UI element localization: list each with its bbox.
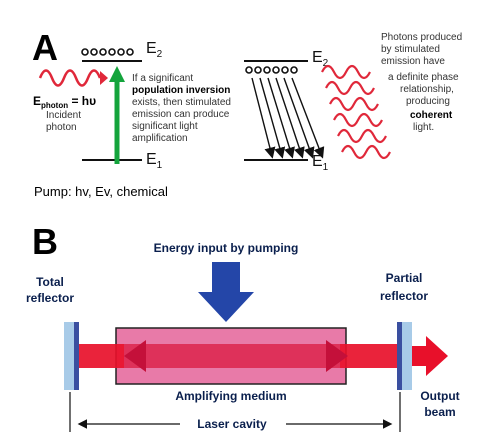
partial-reflector-edge [397, 322, 402, 390]
beam-right-arrowhead [326, 340, 348, 372]
output-beam-arrowhead [426, 336, 448, 376]
pump-arrow [198, 262, 254, 322]
photons-text-1: Photons produced [381, 32, 462, 43]
output-beam-label-1: Output [420, 389, 459, 403]
incident-photon-arrow [100, 71, 108, 85]
green-arrow-head [109, 66, 125, 82]
total-reflector [64, 322, 74, 390]
total-reflector-label-2: reflector [26, 291, 74, 305]
excited-atoms-right [245, 66, 298, 74]
pump-caption: Pump: hv, Ev, chemical [34, 184, 168, 199]
amplifying-medium-label: Amplifying medium [175, 389, 286, 403]
laser-cavity-label: Laser cavity [197, 417, 267, 431]
incident-label-2: photon [46, 122, 77, 133]
e1-label-left: E1 [146, 151, 163, 171]
photons-text-4: a definite phase [388, 72, 459, 83]
inversion-text-1: If a significant [132, 73, 193, 84]
excited-atoms-left [81, 48, 134, 56]
inversion-text-3: exists, then stimulated [132, 97, 231, 108]
e2-label-right: E2 [312, 49, 329, 69]
photons-text-2: by stimulated [381, 44, 440, 55]
right-energy-diagram: E2 E1 Photons produced by stimulated emi… [244, 32, 462, 173]
inversion-text-5: significant light [132, 121, 198, 132]
photons-text-5: relationship, [400, 84, 454, 95]
photons-text-3: emission have [381, 56, 445, 67]
panel-b-label: B [32, 221, 58, 262]
partial-reflector-label-2: reflector [380, 289, 428, 303]
e2-label-left: E2 [146, 40, 163, 60]
inversion-text-6: amplification [132, 133, 188, 144]
panel-a-label: A [32, 27, 58, 68]
beam-in-medium-overlay [124, 344, 340, 368]
photons-text-8: light. [413, 122, 434, 133]
coherent-waves [321, 64, 391, 160]
beam-left-arrowhead [124, 340, 146, 372]
partial-reflector-label-1: Partial [386, 271, 423, 285]
photon-energy-formula: Ephoton = hυ [33, 94, 96, 110]
output-beam-label-2: beam [424, 405, 455, 419]
photons-text-6: producing [406, 96, 450, 107]
transition-arrows [251, 77, 325, 159]
energy-input-label: Energy input by pumping [154, 241, 299, 255]
photons-text-bold: coherent [410, 110, 453, 121]
partial-reflector [402, 322, 412, 390]
inversion-text-4: emission can produce [132, 109, 230, 120]
inversion-text-bold: population inversion [132, 85, 230, 96]
total-reflector-label-1: Total [36, 275, 64, 289]
e1-label-right: E1 [312, 153, 329, 173]
incident-photon-wave [38, 69, 102, 87]
incident-label-1: Incident [46, 110, 81, 121]
total-reflector-edge [74, 322, 79, 390]
left-energy-diagram: E2 E1 Ephoton = hυ Incident photon If a … [33, 40, 231, 171]
